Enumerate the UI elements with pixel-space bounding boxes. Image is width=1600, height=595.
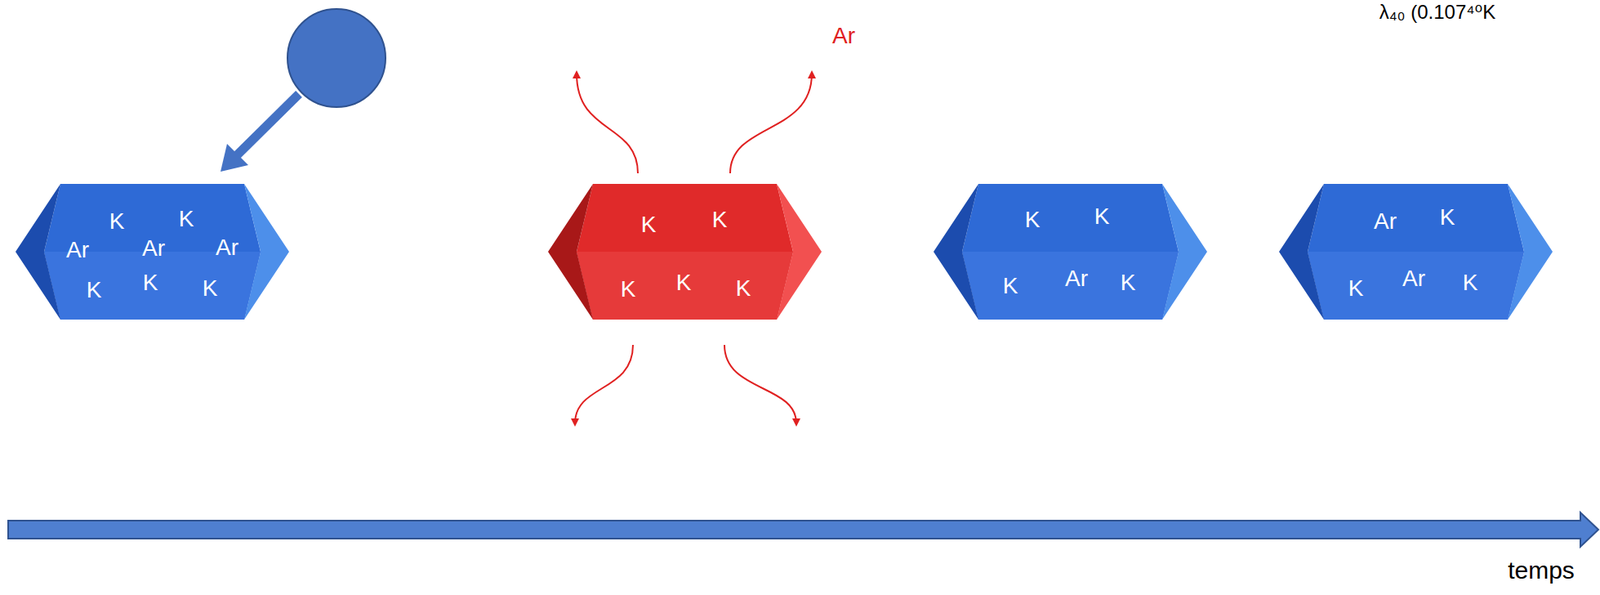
crystal-facet [44,251,261,320]
crystal: K K K Ar K [933,183,1208,320]
argon-label: Ar [832,23,856,50]
crystal-facet [933,183,979,320]
crystal-shape [548,183,822,320]
element-symbol: K [178,207,195,231]
crystal-facet [962,251,1179,320]
crystal-facet [244,183,290,320]
crystal-facet [776,183,822,320]
crystal-facet [44,183,261,320]
element-symbol: K [142,271,159,295]
element-symbol: K [86,278,103,302]
element-symbol: K [735,276,752,300]
element-symbol: K [1462,271,1479,295]
element-symbol: K [676,271,692,295]
time-axis [8,512,1599,547]
crystal-facet [15,183,61,320]
crystal-facet [962,183,1179,320]
crystal-facet [576,183,794,320]
element-symbol: K [1094,205,1110,228]
element-symbol: K [1002,274,1019,298]
element-symbol: K [109,209,125,233]
crystal-facet [576,251,794,320]
crystal-facet [1162,183,1208,320]
element-symbol: K [1025,208,1041,232]
element-symbol: Ar [142,236,165,260]
crystal-facet [548,183,593,320]
particle-circle [287,8,386,107]
element-symbol: Ar [215,236,239,259]
crystal-shape [1279,183,1553,320]
element-symbol: K [1120,271,1137,295]
impact-arrowhead [220,143,249,172]
element-symbol: Ar [1402,267,1426,290]
element-symbol: Ar [1373,209,1397,233]
crystal-shape [933,183,1208,320]
crystal-facet [1507,183,1553,320]
crystal-facet [1307,183,1525,320]
crystal-facet [1279,183,1324,320]
element-symbol: K [641,213,657,237]
crystal: KKArArArKKK [15,183,290,320]
crystal: K K K K K [548,183,822,320]
element-symbol: K [1439,205,1456,229]
argon-escape-arrows [574,73,812,424]
element-symbol: Ar [1065,267,1088,290]
element-symbol: K [1348,276,1364,300]
formula: λ₄₀ (0.107⁴⁰K [1379,1,1496,23]
element-symbol: Ar [66,238,90,262]
element-symbol: K [620,277,637,301]
axis-label: temps [1507,556,1575,584]
element-symbol: K [202,276,219,300]
crystal-facet [1307,251,1525,320]
element-symbol: K [712,208,728,232]
crystal: ArKKArK [1279,183,1553,320]
impact-arrow [235,93,299,157]
